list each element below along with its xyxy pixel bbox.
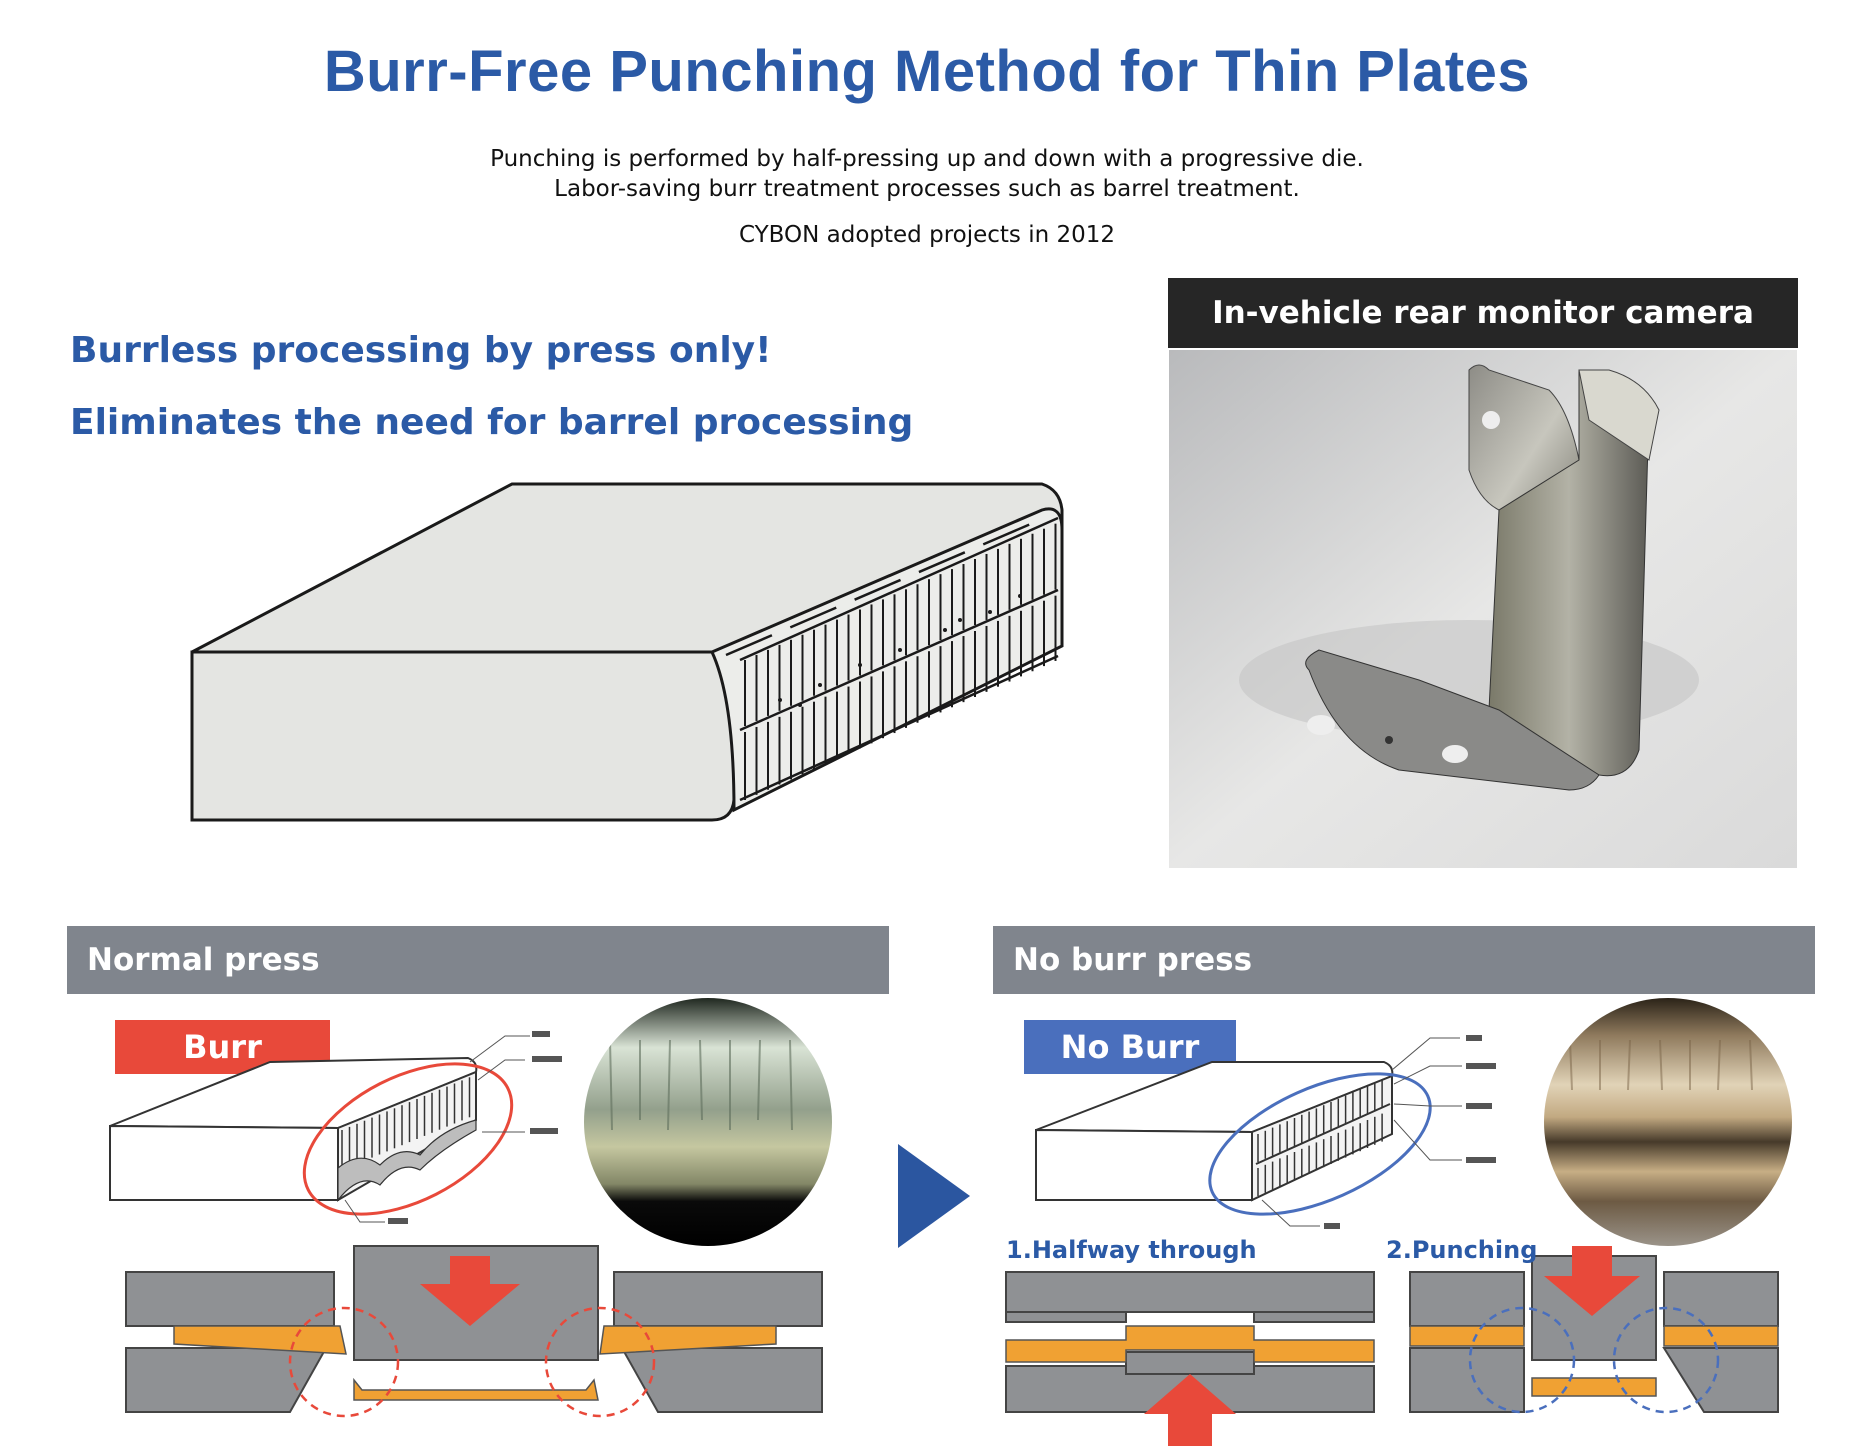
feature-headline-1: Burrless processing by press only!: [70, 330, 772, 371]
feature-headline-2: Eliminates the need for barrel processin…: [70, 402, 914, 443]
intro-line-3: CYBON adopted projects in 2012: [738, 222, 1116, 248]
intro-line-2: Labor-saving burr treatment processes su…: [554, 176, 1300, 202]
transition-arrow-icon: [898, 1144, 970, 1248]
page-title: Burr-Free Punching Method for Thin Plate…: [323, 39, 1531, 104]
product-label: In-vehicle rear monitor camera parts: [1168, 278, 1798, 401]
normal-press-header: Normal press: [67, 926, 889, 994]
product-photo: [1169, 350, 1797, 868]
no-burr-callout: No Burr: [1060, 1028, 1200, 1066]
intro-line-1: Punching is performed by half-pressing u…: [490, 146, 1364, 172]
burr-callout: Burr: [183, 1028, 262, 1066]
no-burr-press-header: No burr press: [993, 926, 1815, 994]
step-1-label: 1.Halfway through: [1006, 1236, 1257, 1264]
step-2-label: 2.Punching: [1386, 1236, 1538, 1264]
